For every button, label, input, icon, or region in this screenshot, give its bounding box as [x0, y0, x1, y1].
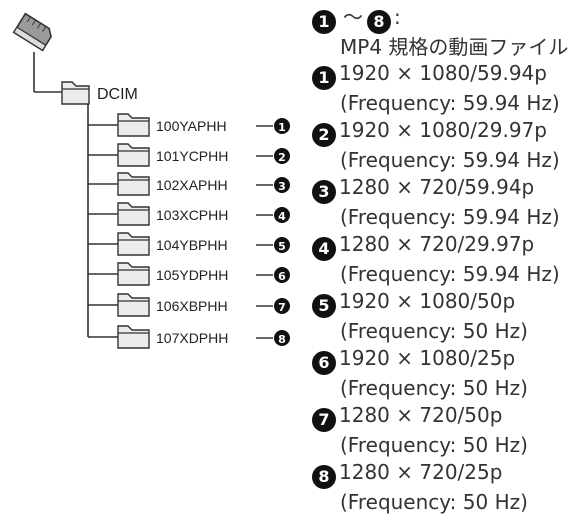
folder-tree: DCIM 100YAPHH 1 101YCPHH 2 102XAPHH 3 [12, 12, 290, 349]
legend-num: 3 [312, 180, 336, 204]
legend-frequency: (Frequency: 59.94 Hz) [340, 148, 560, 172]
tree-connector-lines [33, 52, 118, 338]
subfolder-item-3[interactable]: 102XAPHH 3 [117, 172, 290, 196]
folder-label: 106XBPHH [156, 298, 228, 314]
legend-format: 1920 × 1080/50p [339, 289, 516, 313]
subfolder-item-6[interactable]: 105YDPHH 6 [117, 262, 290, 286]
legend-frequency: (Frequency: 59.94 Hz) [340, 205, 560, 229]
folder-icon [61, 81, 90, 105]
subfolder-item-4[interactable]: 103XCPHH 4 [117, 202, 290, 226]
legend-range-tilde: ～ [343, 5, 363, 29]
folder-num: 2 [278, 151, 286, 164]
dcim-folder[interactable]: DCIM [61, 81, 138, 105]
folder-label: 101YCPHH [156, 148, 228, 164]
legend-format: 1280 × 720/59.94p [339, 175, 535, 199]
subfolder-list: 100YAPHH 1 101YCPHH 2 102XAPHH 3 103XCPH… [117, 113, 290, 349]
legend-frequency: (Frequency: 50 Hz) [340, 319, 528, 343]
folder-num: 1 [278, 121, 286, 134]
folder-label-dcim: DCIM [97, 86, 138, 103]
legend-frequency: (Frequency: 50 Hz) [340, 433, 528, 457]
legend-format: 1280 × 720/25p [339, 460, 503, 484]
number-badge-icon [274, 298, 290, 314]
number-badge-icon [274, 330, 290, 346]
legend-num: 6 [312, 351, 336, 375]
folder-label: 107XDPHH [156, 330, 228, 346]
number-badge-icon [274, 177, 290, 193]
folder-label: 103XCPHH [156, 207, 228, 223]
legend-format: 1280 × 720/50p [339, 403, 503, 427]
legend-range: 1 ～8: [312, 4, 584, 34]
legend-range-colon: : [394, 5, 401, 29]
subfolder-item-5[interactable]: 104YBPHH 5 [117, 232, 290, 256]
folder-num: 7 [278, 301, 286, 314]
folder-icon [117, 325, 150, 349]
sd-card-icon [12, 12, 52, 52]
legend-description: MP4 規格の動画ファイル [340, 35, 569, 59]
folder-label: 100YAPHH [156, 118, 227, 134]
folder-num: 6 [278, 270, 286, 283]
folder-icon [117, 172, 150, 196]
folder-num: 3 [278, 180, 286, 193]
number-badge-icon [274, 267, 290, 283]
subfolder-item-8[interactable]: 107XDPHH 8 [117, 325, 290, 349]
legend-range-start: 1 [312, 10, 336, 34]
legend-frequency: (Frequency: 50 Hz) [340, 490, 528, 514]
number-badge-icon [274, 148, 290, 164]
folder-label: 102XAPHH [156, 177, 228, 193]
folder-icon [117, 143, 150, 167]
folder-icon [117, 232, 150, 256]
legend-format: 1920 × 1080/59.94p [339, 61, 547, 85]
legend-range-end: 8 [367, 10, 391, 34]
folder-label: 105YDPHH [156, 267, 228, 283]
legend-format: 1280 × 720/29.97p [339, 232, 535, 256]
folder-label: 104YBPHH [156, 237, 228, 253]
legend-num: 8 [312, 465, 336, 489]
number-badge-icon [274, 237, 290, 253]
legend-format: 1920 × 1080/25p [339, 346, 516, 370]
legend-num: 5 [312, 294, 336, 318]
legend-frequency: (Frequency: 59.94 Hz) [340, 262, 560, 286]
folder-num: 4 [278, 210, 286, 223]
subfolder-item-7[interactable]: 106XBPHH 7 [117, 293, 290, 317]
folder-icon [117, 262, 150, 286]
legend-frequency: (Frequency: 59.94 Hz) [340, 91, 560, 115]
folder-icon [117, 202, 150, 226]
legend-format: 1920 × 1080/29.97p [339, 118, 547, 142]
number-badge-icon [274, 207, 290, 223]
legend-num: 4 [312, 237, 336, 261]
folder-num: 8 [278, 333, 286, 346]
subfolder-item-1[interactable]: 100YAPHH 1 [117, 113, 290, 137]
legend-frequency: (Frequency: 50 Hz) [340, 376, 528, 400]
legend-num: 7 [312, 408, 336, 432]
legend-num: 2 [312, 123, 336, 147]
folder-icon [117, 293, 150, 317]
folder-num: 5 [278, 240, 286, 253]
subfolder-item-2[interactable]: 101YCPHH 2 [117, 143, 290, 167]
legend-num: 1 [312, 66, 336, 90]
folder-icon [117, 113, 150, 137]
number-badge-icon [274, 118, 290, 134]
